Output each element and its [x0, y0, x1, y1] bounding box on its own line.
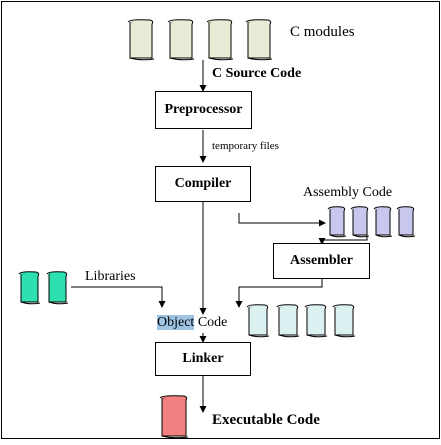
preprocessor-box: Preprocessor: [155, 91, 252, 129]
arrow-libraries-to-object: [71, 286, 166, 308]
library-scroll-icon: [18, 270, 41, 311]
compiler-box: Compiler: [155, 166, 251, 202]
arrow-assembler-to-object: [235, 279, 323, 308]
temporary-files-label: temporary files: [212, 140, 279, 152]
linker-label: Linker: [182, 351, 224, 366]
object-code-label: Object Code: [157, 315, 227, 331]
c-module-scroll-icon: [245, 18, 273, 67]
assembly-scroll-icon: [327, 205, 347, 244]
assembly-scroll-icon: [350, 205, 370, 244]
compilation-flow-diagram: C modules C Source Code Preprocessor tem…: [1, 1, 440, 439]
object-scroll-icon: [276, 303, 300, 344]
libraries-label: Libraries: [85, 269, 136, 284]
connector-layer: [71, 60, 368, 413]
library-scroll-icon: [46, 270, 69, 311]
object-scroll-icon: [246, 303, 270, 344]
c-module-scroll-icon: [167, 18, 195, 67]
c-modules-label: C modules: [290, 24, 355, 40]
object-scroll-icon: [304, 303, 328, 344]
executable-code-label: Executable Code: [212, 412, 320, 428]
object-code-suffix: Code: [194, 315, 228, 330]
assembler-label: Assembler: [290, 253, 353, 268]
c-source-code-label: C Source Code: [212, 66, 302, 81]
object-code-highlight: Object: [157, 315, 195, 330]
c-module-scroll-icon: [206, 18, 234, 67]
preprocessor-label: Preprocessor: [164, 102, 243, 117]
assembly-scroll-icon: [396, 205, 416, 244]
compiler-label: Compiler: [174, 176, 232, 191]
linker-box: Linker: [155, 342, 251, 376]
c-module-scroll-icon: [127, 18, 155, 67]
assembler-box: Assembler: [273, 243, 370, 279]
assembly-scroll-icon: [373, 205, 393, 244]
arrow-assembly-to-assembler: [318, 235, 368, 245]
assembly-code-label: Assembly Code: [303, 185, 393, 200]
object-scroll-icon: [332, 303, 356, 344]
arrow-compiler-to-assembly: [238, 213, 326, 227]
executable-scroll-icon: [159, 394, 189, 445]
